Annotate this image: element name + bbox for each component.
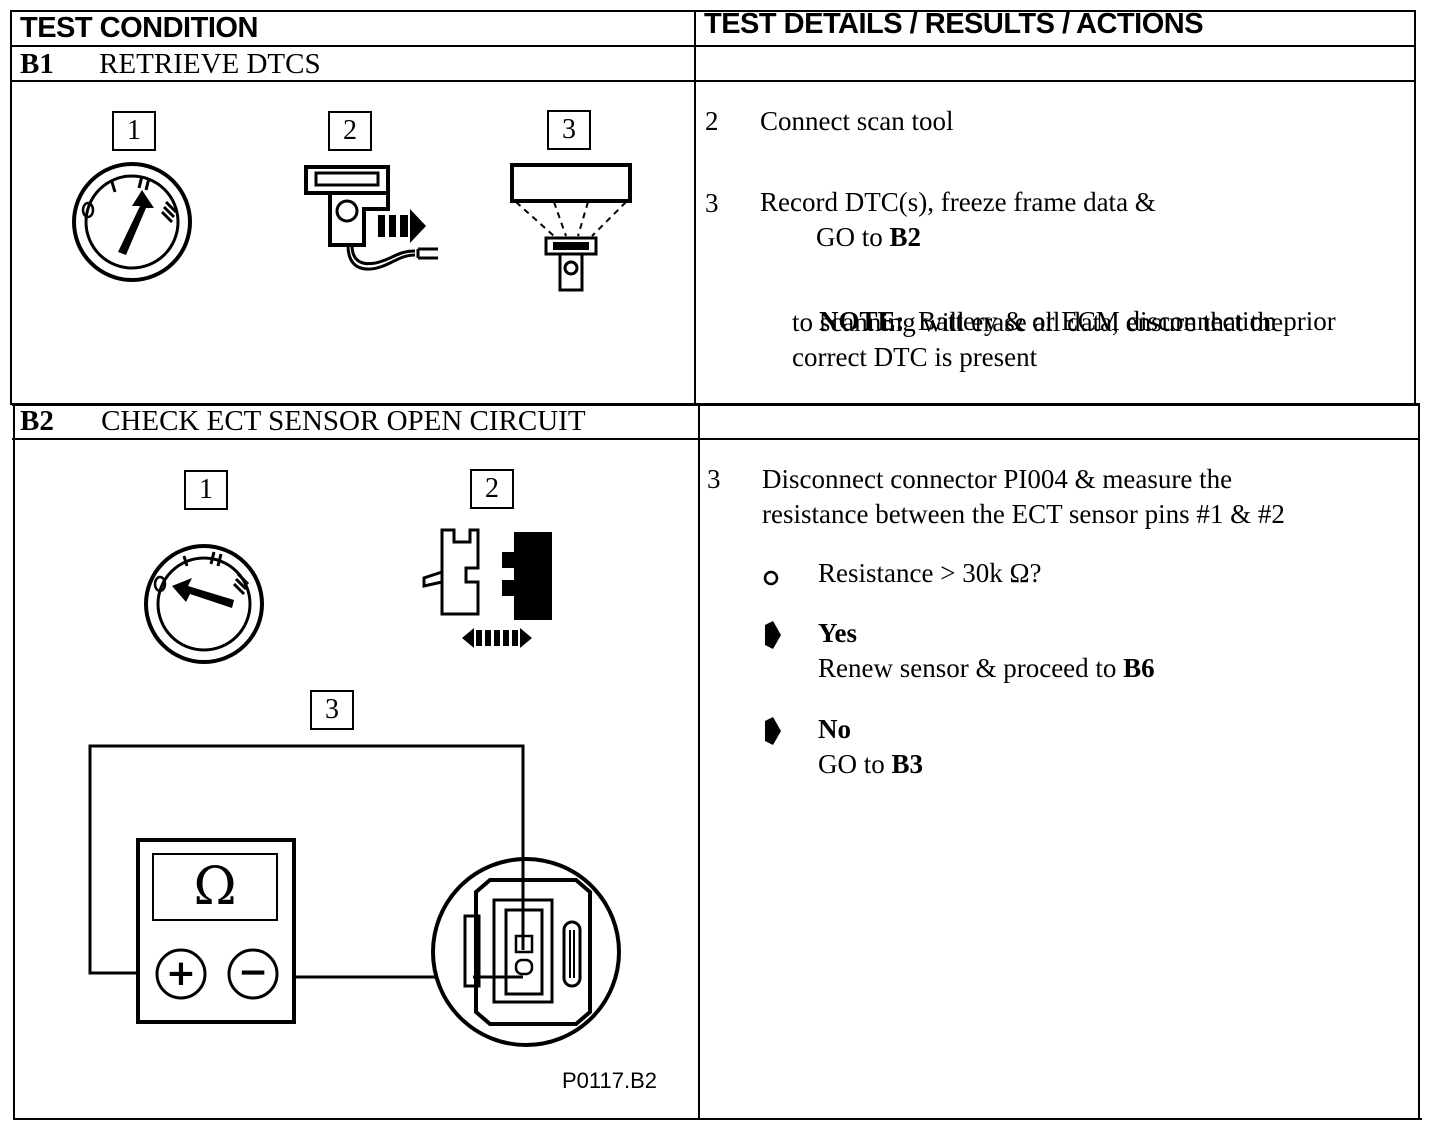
question-bullet-icon — [763, 570, 779, 586]
table-left-border — [10, 10, 12, 405]
b2-title: CHECK ECT SENSOR OPEN CIRCUIT — [101, 405, 586, 437]
b2-yes-action: Renew sensor & proceed to B6 — [818, 651, 1155, 686]
header-divider — [10, 45, 1416, 47]
b2-yes-label: Yes — [818, 618, 857, 648]
table-top-border — [10, 10, 1416, 12]
header-test-condition: TEST CONDITION — [20, 12, 258, 44]
b1-step-1-box: 1 — [112, 111, 156, 151]
b2-action-line-2: resistance between the ECT sensor pins #… — [762, 499, 1285, 529]
ect-sensor-connector-icon — [431, 746, 621, 1047]
figure-reference: P0117.B2 — [562, 1068, 658, 1093]
header-test-details: TEST DETAILS / RESULTS / ACTIONS — [704, 8, 1204, 40]
connector-disconnect-icon — [422, 528, 552, 648]
b2-code: B2 — [20, 405, 54, 437]
b1-section-title: B1 RETRIEVE DTCS — [20, 48, 321, 81]
b2-section-title: B2 CHECK ECT SENSOR OPEN CIRCUIT — [20, 405, 586, 438]
b1-action-1-text: Connect scan tool — [760, 106, 954, 136]
b1-code: B1 — [20, 48, 54, 80]
b2-action-line-1: Disconnect connector PI004 & measure the — [762, 464, 1233, 494]
b1-b2-divider — [12, 403, 1418, 406]
scan-tool-display-icon — [510, 163, 632, 292]
column-divider — [694, 10, 696, 405]
b2-no-text: GO to — [818, 749, 892, 779]
b2-title-divider — [12, 438, 1418, 440]
b1-action-2-goto: GO to B2 — [816, 220, 921, 255]
b2-no-action: GO to B3 — [818, 747, 923, 782]
b2-yes-text: Renew sensor & proceed to — [818, 653, 1124, 683]
no-arrow-icon — [765, 717, 781, 745]
b1-action-1-num: 2 — [705, 106, 719, 136]
yes-arrow-icon — [765, 621, 781, 649]
b1-note-line-3: correct DTC is present — [792, 342, 1038, 372]
b2-step-1-box: 1 — [184, 470, 228, 510]
ignition-key-icon — [72, 162, 192, 282]
scan-tool-connect-icon — [304, 165, 438, 271]
ignition-off-icon — [144, 544, 264, 664]
b1-action-2-text: Record DTC(s), freeze frame data & — [760, 187, 1156, 217]
b2-no-label: No — [818, 714, 851, 744]
multimeter-icon — [136, 838, 296, 1024]
table-left-border-lower — [13, 403, 15, 1120]
b1-title: RETRIEVE DTCS — [99, 48, 321, 80]
b1-note-text-1: Battery & or ECM disconnection prior — [918, 306, 1336, 336]
b1-action-2-num: 3 — [705, 188, 719, 218]
multimeter-circuit-diagram — [88, 744, 621, 1047]
table-right-border — [1414, 10, 1416, 405]
meter-minus-terminal: − — [237, 952, 269, 993]
b1-note-line-2: to scanning will erase all data, ensure … — [792, 307, 1284, 337]
b1-step-3-box: 3 — [547, 110, 591, 150]
b2-yes-target[interactable]: B6 — [1123, 653, 1155, 683]
b2-question: Resistance > 30k Ω? — [818, 558, 1042, 588]
b1-note-label: NOTE: — [819, 306, 905, 336]
b2-no-target[interactable]: B3 — [891, 749, 924, 779]
b1-note-line-1: NOTE: Battery & or ECM disconnection pri… — [792, 269, 1336, 374]
meter-plus-terminal: + — [165, 953, 197, 994]
b2-step-3-box: 3 — [310, 690, 354, 730]
b1-step-2-box: 2 — [328, 111, 372, 151]
b1-title-divider — [10, 80, 1416, 82]
b1-goto-target[interactable]: B2 — [889, 222, 922, 252]
meter-ohm-symbol: Ω — [193, 857, 237, 917]
b2-step-2-box: 2 — [470, 469, 514, 509]
table-bottom-border — [14, 1118, 1422, 1120]
column-divider-lower — [698, 403, 700, 1120]
table-right-border-lower — [1418, 403, 1420, 1120]
b1-goto-prefix: GO to — [816, 222, 890, 252]
b2-action-num: 3 — [707, 464, 721, 494]
